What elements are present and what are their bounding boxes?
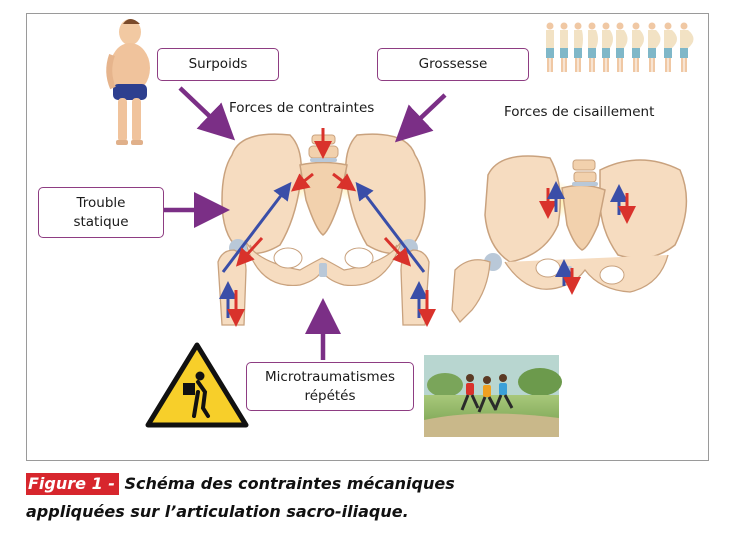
force-arrows-front — [219, 128, 436, 327]
trouble-statique-line1: Trouble — [76, 195, 126, 212]
pelvis-oblique-illustration — [451, 155, 688, 324]
caption-line2: appliquées sur l’articulation sacro-ilia… — [26, 502, 409, 521]
microtraumatismes-line1: Microtraumatismes — [265, 369, 395, 386]
pregnancy-stages-icon — [546, 22, 694, 72]
force-arrows-oblique — [539, 181, 636, 295]
cause-arrows — [164, 86, 447, 360]
trouble-statique-line2: statique — [73, 213, 129, 230]
microtraumatismes-line2: répétés — [304, 387, 356, 404]
forces-cisaillement-label: Forces de cisaillement — [504, 104, 655, 120]
caption-line1: Schéma des contraintes mécaniques — [118, 474, 455, 493]
forces-contraintes-label: Forces de contraintes — [229, 100, 375, 116]
figure-caption: Figure 1 - Schéma des contraintes mécani… — [26, 470, 455, 526]
grossesse-label: Grossesse — [418, 56, 488, 73]
caption-tag: Figure 1 - — [26, 473, 119, 495]
runners-photo — [424, 355, 562, 437]
grossesse-box: Grossesse — [377, 48, 529, 81]
microtraumatismes-box: Microtraumatismes répétés — [246, 362, 414, 411]
surpoids-box: Surpoids — [157, 48, 279, 81]
warning-lifting-icon — [145, 342, 249, 428]
surpoids-label: Surpoids — [188, 56, 248, 73]
pelvis-front-illustration — [217, 133, 430, 326]
trouble-statique-box: Trouble statique — [38, 187, 164, 238]
overweight-man-icon — [106, 19, 150, 145]
